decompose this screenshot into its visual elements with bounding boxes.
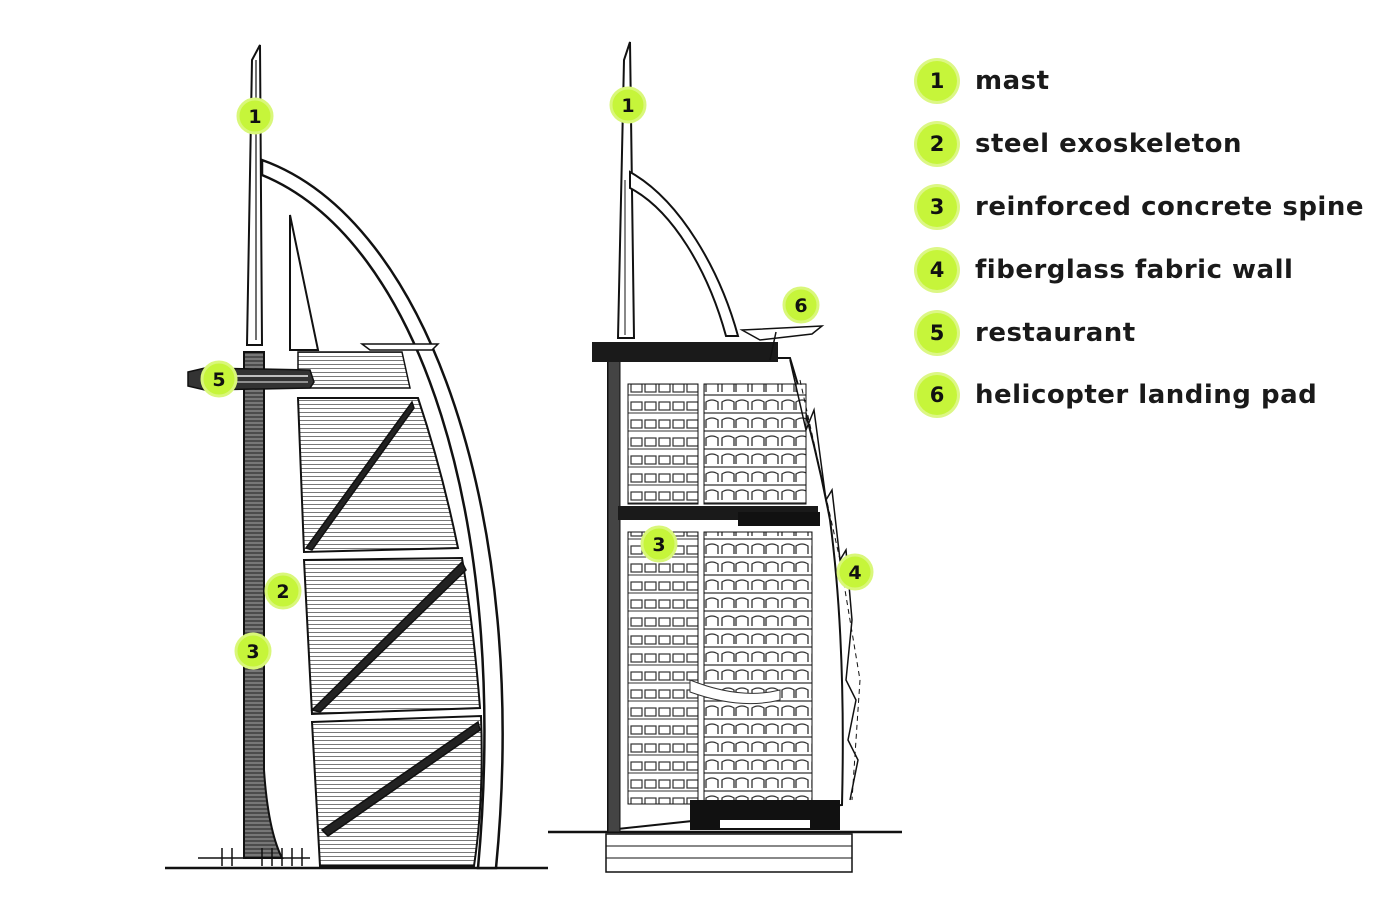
legend-label: steel exoskeleton (975, 129, 1242, 160)
marker-label: 5 (212, 369, 225, 391)
legend-label: mast (975, 66, 1050, 97)
legend-label: restaurant (975, 317, 1136, 348)
marker-label: 6 (794, 295, 807, 317)
legend-item-helipad: 6 helicopter landing pad (917, 364, 1364, 427)
marker-mast-right: 1 (609, 86, 647, 124)
marker-helipad: 6 (782, 286, 820, 324)
brace-3 (320, 720, 481, 837)
legend-number-badge: 3 (917, 186, 957, 227)
marker-label: 3 (652, 534, 665, 556)
section-view (548, 41, 902, 873)
mast-left (245, 44, 264, 346)
base-steps (605, 833, 853, 873)
legend-number-badge: 6 (917, 375, 957, 416)
base-legs-left (198, 848, 310, 866)
legend-number-badge: 5 (917, 312, 957, 353)
helipad-left (359, 343, 440, 351)
marker-label: 2 (276, 581, 289, 603)
sail-arc-right (629, 170, 740, 337)
marker-exoskeleton: 2 (264, 572, 302, 610)
marker-restaurant: 5 (200, 360, 238, 398)
sail-outer-arc-left (260, 158, 504, 870)
sail-top-band (297, 351, 411, 389)
rooms-lower-left (627, 531, 699, 805)
legend-label: reinforced concrete spine (975, 191, 1364, 222)
brace-2 (310, 560, 467, 713)
front-elevation (165, 44, 548, 870)
sail-upper-triangle (289, 214, 320, 351)
brace-1 (304, 400, 415, 551)
rooms-upper-left (627, 383, 699, 505)
fabric-wall (789, 359, 859, 801)
marker-label: 4 (848, 562, 861, 584)
rooms-upper-right (703, 383, 807, 505)
rooms-lower-right (703, 531, 813, 805)
top-dark-floor (592, 342, 778, 362)
legend: 1 mast 2 steel exoskeleton 3 reinforced … (917, 50, 1364, 427)
marker-mast-left: 1 (236, 97, 274, 135)
legend-number-badge: 4 (917, 249, 957, 290)
mast-right (616, 41, 636, 339)
marker-label: 1 (248, 106, 261, 128)
legend-item-concrete-spine: 3 reinforced concrete spine (917, 176, 1364, 239)
concrete-spine-right (607, 359, 621, 833)
marker-label: 3 (246, 641, 259, 663)
legend-number-badge: 2 (917, 124, 957, 165)
marker-spine-left: 3 (234, 632, 272, 670)
legend-label: helicopter landing pad (975, 380, 1318, 411)
legend-item-mast: 1 mast (917, 50, 1364, 113)
marker-label: 1 (621, 95, 634, 117)
legend-item-steel-exoskeleton: 2 steel exoskeleton (917, 113, 1364, 176)
legend-number-badge: 1 (917, 61, 957, 102)
marker-fabric-wall: 4 (836, 553, 874, 591)
legend-item-fabric-wall: 4 fiberglass fabric wall (917, 238, 1364, 301)
helipad-right (739, 325, 825, 341)
legend-item-restaurant: 5 restaurant (917, 301, 1364, 364)
marker-spine-right: 3 (640, 525, 678, 563)
legend-label: fiberglass fabric wall (975, 254, 1294, 285)
